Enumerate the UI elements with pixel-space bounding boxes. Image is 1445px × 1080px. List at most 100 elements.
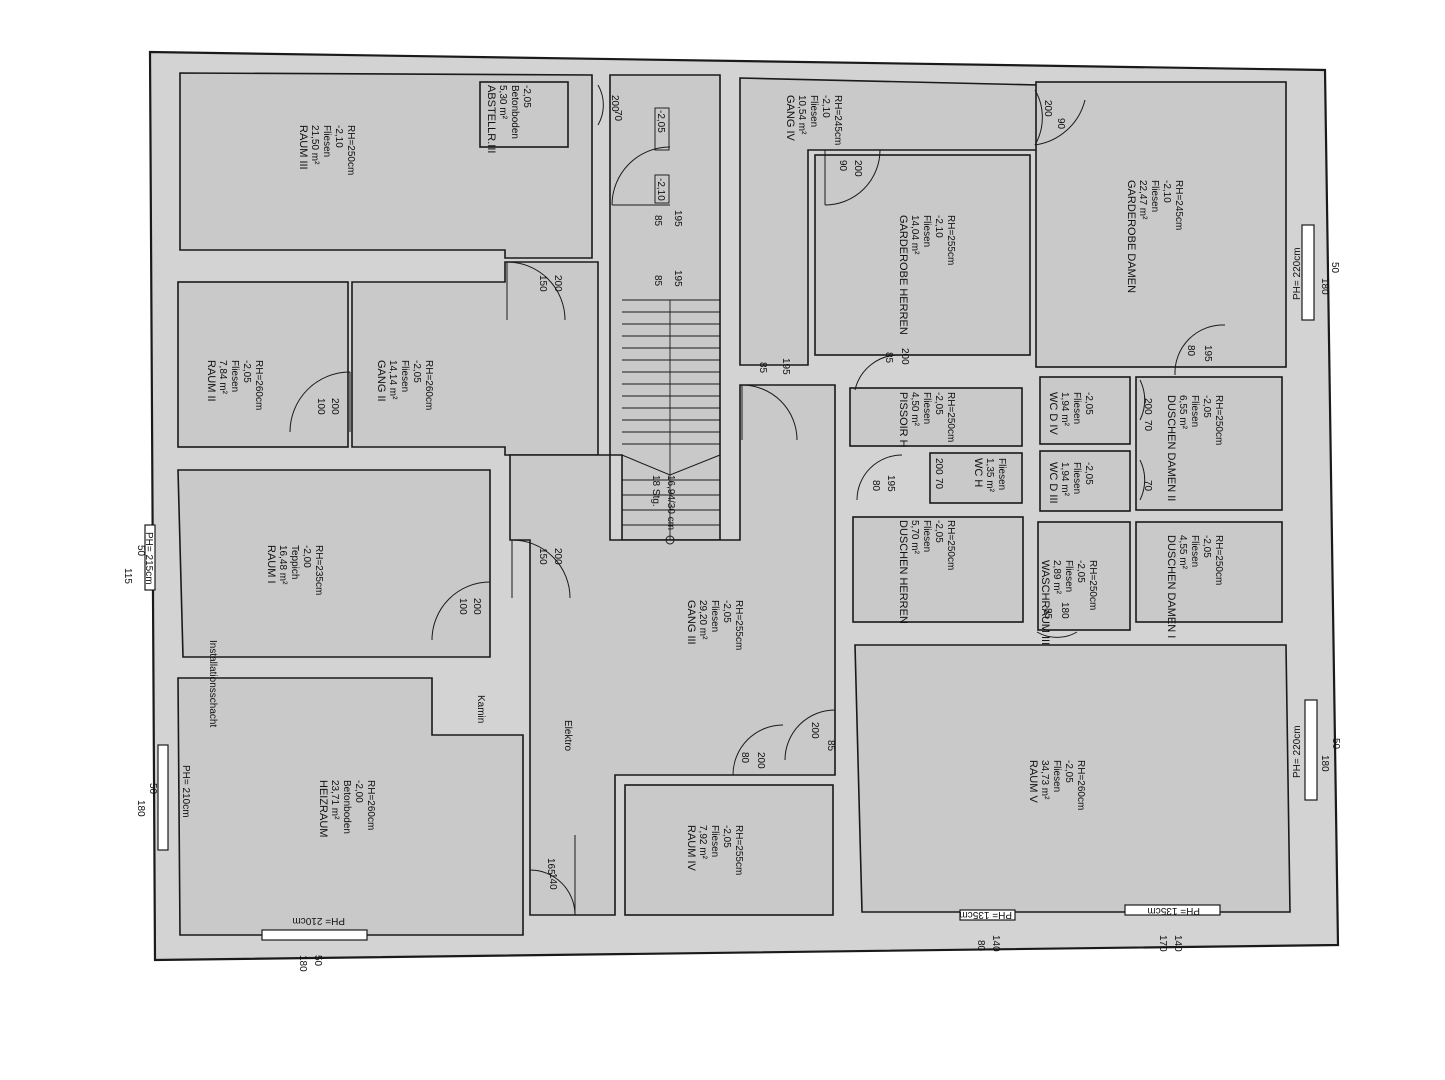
room-name: RAUM II (205, 360, 217, 402)
dim-label: 195 (780, 358, 791, 375)
room-detail: Fliesen (1189, 535, 1200, 567)
room-detail: RH=250cm (1213, 395, 1224, 445)
windows (144, 224, 1318, 941)
room-name: DUSCHEN DAMEN II (1165, 395, 1177, 501)
dim-label: 180 (135, 800, 146, 817)
room-detail: Fliesen (1063, 560, 1074, 592)
room-detail: -2,05 (721, 600, 732, 623)
room-detail: Fliesen (1189, 395, 1200, 427)
dim-label: 200 (809, 722, 820, 739)
room-name: WC D III (1047, 462, 1059, 504)
room-duschen-damen-1 (1135, 521, 1283, 623)
room-detail: RH=250cm (945, 392, 956, 442)
dim-label: 50 (312, 955, 323, 967)
dim-label: 50 (1329, 262, 1340, 274)
room-detail: 5,30 m² (497, 85, 508, 120)
room-abstell (479, 81, 569, 148)
room-detail: 23,71 m² (329, 780, 340, 820)
dim-label: 165 (545, 858, 556, 875)
room-detail: Fliesen (709, 600, 720, 632)
label-elektro: Elektro (562, 720, 573, 752)
room-detail: Fliesen (1071, 462, 1082, 494)
room-name: RAUM III (297, 125, 309, 170)
window-label: PH= 135cm (959, 909, 1012, 920)
dim-label: 140 (547, 873, 558, 890)
room-wc-d-3 (1039, 450, 1131, 512)
room-wc-d-4 (1039, 376, 1131, 445)
room-detail: Betonboden (341, 780, 352, 834)
room-raum-4 (624, 784, 834, 916)
room-detail: 14,04 m² (909, 215, 920, 255)
room-detail: Fliesen (921, 215, 932, 247)
room-name: RAUM V (1027, 760, 1039, 803)
dim-label: 85 (652, 275, 663, 287)
dim-label: 200 (755, 752, 766, 769)
room-detail: 6,55 m² (1177, 395, 1188, 430)
window-labels: PH= 215cm PH= 210cm PH= 210cm PH= 220cm … (143, 247, 1303, 926)
dim-label: 200 (899, 348, 910, 365)
dim-label: 85 (825, 740, 836, 752)
room-pissoir (849, 387, 1023, 447)
window-label: PH= 210cm (292, 915, 345, 926)
dim-label: 180 (1059, 602, 1070, 619)
window-label: PH= 210cm (180, 765, 191, 818)
room-detail: -2,05 (721, 825, 732, 848)
label-installationsschacht: Installationsschacht (207, 640, 218, 727)
dim-label: 200 (1042, 100, 1053, 117)
room-detail: 21,50 m² (309, 125, 320, 165)
room-detail: 2,89 m² (1051, 560, 1062, 595)
room-garderobe-herren (814, 154, 1031, 356)
dim-label: 80 (739, 752, 750, 764)
dim-label: 80 (870, 480, 881, 492)
room-raum-5 (854, 644, 1291, 913)
room-detail: Fliesen (709, 825, 720, 857)
window-label: PH= 135cm (1147, 905, 1200, 916)
room-detail: Fliesen (229, 360, 240, 392)
window-label: PH= 215cm (143, 532, 154, 585)
dim-label: 195 (885, 475, 896, 492)
dim-label: 85 (757, 362, 768, 374)
room-detail: RH=250cm (1213, 535, 1224, 585)
room-detail: Betonboden (509, 85, 520, 139)
room-detail: 10,54 m² (796, 95, 807, 135)
room-detail: Fliesen (1051, 760, 1062, 792)
room-detail: -2,10 (333, 125, 344, 148)
room-gang-3 (509, 384, 836, 916)
dim-label: 90 (1055, 118, 1066, 130)
room-detail: Fliesen (921, 520, 932, 552)
room-wc-h (929, 452, 1023, 504)
room-name: GANG III (685, 600, 697, 645)
room-detail: -2,00 (353, 780, 364, 803)
room-detail: 16,48 m² (277, 545, 288, 585)
room-detail: -2,05 (1075, 560, 1086, 583)
window-label: PH= 220cm (1292, 725, 1303, 778)
room-detail: RH=260cm (253, 360, 264, 410)
dim-label: 200 (552, 548, 563, 565)
dim-label: 180 (1319, 755, 1330, 772)
dim-label: 200 (1142, 398, 1153, 415)
room-name: RAUM I (265, 545, 277, 584)
dim-label: 70 (612, 110, 623, 122)
room-detail: -2,00 (301, 545, 312, 568)
room-detail: 5,70 m² (909, 520, 920, 555)
room-duschen-herren (852, 516, 1024, 623)
dim-label: 180 (1319, 278, 1330, 295)
dim-label: 140 (990, 935, 1001, 952)
dim-label: 50 (1330, 738, 1341, 750)
room-detail: -2,10 (933, 215, 944, 238)
doors (289, 84, 1226, 916)
room-detail: RH=260cm (423, 360, 434, 410)
room-garderobe-damen (1035, 81, 1287, 368)
room-detail: RH=260cm (1075, 760, 1086, 810)
dim-label: 80 (1185, 345, 1196, 357)
